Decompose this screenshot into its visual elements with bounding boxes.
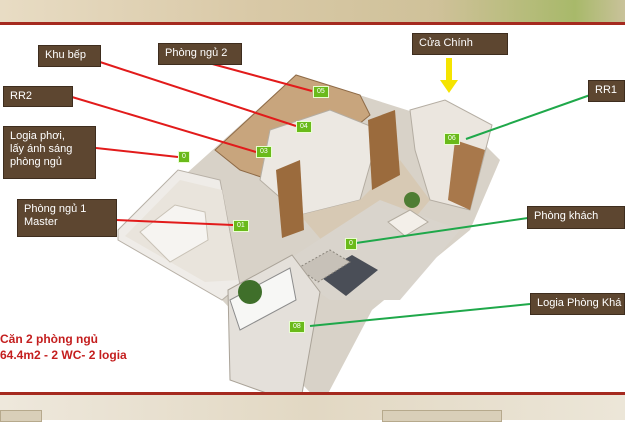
label-logia-phong-khach: Logia Phòng Khá bbox=[530, 293, 625, 315]
wood-panel-1 bbox=[368, 110, 400, 190]
sofa bbox=[318, 255, 378, 296]
rr1-wood bbox=[448, 140, 485, 210]
room-tag-03: 03 bbox=[256, 146, 272, 158]
wood-panel-2 bbox=[276, 160, 304, 238]
header-divider bbox=[0, 22, 625, 25]
room-tag-02: 0 bbox=[178, 151, 190, 163]
header-banner bbox=[0, 0, 625, 22]
room-tag-01: 01 bbox=[233, 220, 249, 232]
label-rr2: RR2 bbox=[3, 86, 73, 107]
line-khu-bep bbox=[99, 61, 297, 127]
label-cua-chinh: Cửa Chính bbox=[412, 33, 508, 55]
door-arrow-shaft bbox=[446, 58, 452, 82]
rug bbox=[297, 249, 351, 283]
label-logia-phoi: Logia phơi, lấy ánh sáng phòng ngủ bbox=[3, 126, 96, 179]
room-tag-04: 04 bbox=[296, 121, 312, 133]
label-phong-ngu-2: Phòng ngủ 2 bbox=[158, 43, 242, 65]
room-tag-06: 06 bbox=[444, 133, 460, 145]
label-phong-ngu-1: Phòng ngủ 1 Master bbox=[17, 199, 117, 237]
line-logia-phoi bbox=[95, 147, 179, 158]
label-khu-bep: Khu bếp bbox=[38, 45, 101, 67]
plant bbox=[238, 280, 262, 304]
plant-2 bbox=[404, 192, 420, 208]
footer-tab-right bbox=[382, 410, 502, 422]
line-rr2 bbox=[71, 96, 257, 153]
line-phong-ngu-1 bbox=[115, 219, 234, 226]
footer-banner bbox=[0, 395, 625, 420]
plan-floor bbox=[118, 75, 500, 405]
line-logia-phong-khach bbox=[309, 303, 531, 327]
dining-table bbox=[387, 209, 429, 237]
line-phong-khach bbox=[355, 217, 529, 244]
logia-railing bbox=[229, 267, 297, 331]
footer-tab-left bbox=[0, 410, 42, 422]
line-phong-ngu-2 bbox=[204, 61, 313, 92]
footer-divider bbox=[0, 392, 625, 395]
apartment-summary: Căn 2 phòng ngủ 64.4m2 - 2 WC- 2 logia bbox=[0, 332, 127, 362]
room-tag-08: 08 bbox=[289, 321, 305, 333]
line-rr1 bbox=[465, 93, 594, 140]
label-phong-khach: Phòng khách bbox=[527, 206, 625, 229]
label-rr1: RR1 bbox=[588, 80, 625, 102]
room-tag-07: 0 bbox=[345, 238, 357, 250]
door-arrow-head bbox=[440, 80, 458, 93]
room-tag-05: 05 bbox=[313, 86, 329, 98]
bed-master bbox=[139, 204, 209, 263]
